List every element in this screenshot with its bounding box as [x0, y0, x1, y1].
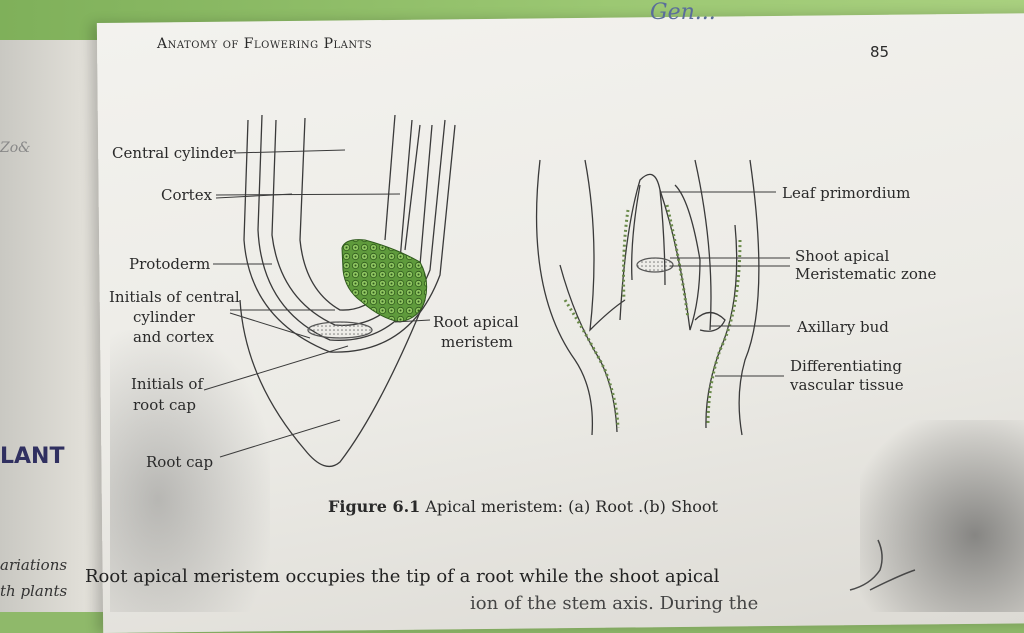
- shoot-outer-right: [738, 159, 760, 436]
- label-root-apical-1: Root apical: [433, 313, 519, 331]
- label-differentiating-1: Differentiating: [790, 357, 902, 375]
- left-page-variations-fragment: ariations: [0, 556, 68, 574]
- corner-shadow: [860, 420, 1024, 612]
- label-root-apical-2: meristem: [441, 333, 513, 351]
- label-initials-rootcap-1: Initials of: [131, 375, 203, 393]
- label-initials-central-2: cylinder: [133, 308, 195, 326]
- root-leader-lines: [203, 149, 431, 458]
- label-initials-rootcap-2: root cap: [133, 396, 196, 414]
- shoot-diagram: [535, 159, 760, 436]
- left-page-plants-fragment: th plants: [0, 582, 68, 600]
- label-central-cylinder: Central cylinder: [112, 144, 236, 162]
- label-differentiating-2: vascular tissue: [790, 376, 904, 394]
- chapter-header: Anatomy of Flowering Plants: [157, 36, 373, 52]
- apical-meristem-figure: [203, 114, 916, 591]
- shoot-outer-left: [535, 159, 594, 436]
- hand-shadow: [110, 330, 270, 612]
- label-root-cap: Root cap: [146, 453, 214, 471]
- figure-number: Figure 6.1: [328, 497, 421, 516]
- left-page-plant-fragment: LANT: [0, 444, 65, 469]
- label-leaf-primordium: Leaf primordium: [782, 184, 911, 202]
- label-axillary-bud: Axillary bud: [797, 318, 889, 336]
- label-initials-central-1: Initials of central: [109, 288, 240, 306]
- left-margin-mark: Zo&: [0, 140, 31, 156]
- shoot-leader-lines: [660, 191, 790, 377]
- label-cortex: Cortex: [161, 186, 213, 204]
- label-protoderm: Protoderm: [129, 255, 211, 273]
- body-text-next-line: ion of the stem axis. During the: [470, 593, 759, 614]
- figure-caption: Figure 6.1 Apical meristem: (a) Root .(b…: [328, 497, 718, 516]
- body-text-line: Root apical meristem occupies the tip of…: [85, 566, 720, 587]
- root-cap-outline: [239, 299, 426, 468]
- label-shoot-apical-2: Meristematic zone: [795, 265, 937, 283]
- page-number: 85: [870, 43, 890, 61]
- vascular-strands: [563, 204, 742, 429]
- meristem-cells: [341, 239, 428, 323]
- label-initials-central-3: and cortex: [133, 328, 214, 346]
- label-shoot-apical-1: Shoot apical: [795, 247, 890, 265]
- handwritten-scribble: Gen...: [650, 0, 716, 25]
- figure-caption-text: Apical meristem: (a) Root .(b) Shoot: [425, 497, 718, 516]
